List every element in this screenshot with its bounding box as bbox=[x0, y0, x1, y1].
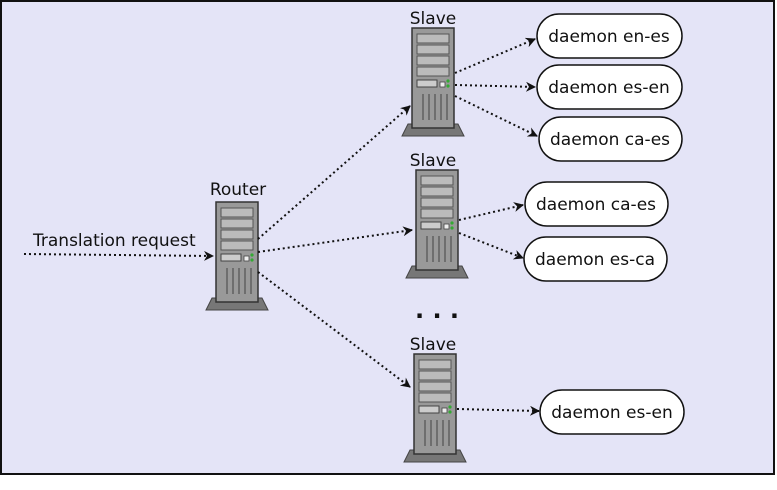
slave-label-1: Slave bbox=[410, 9, 456, 29]
router-server bbox=[205, 201, 269, 311]
slave-label-2: Slave bbox=[410, 151, 456, 171]
daemon-node: daemon es-en bbox=[536, 64, 683, 110]
daemon-label: daemon ca-es bbox=[550, 130, 670, 150]
daemon-label: daemon en-es bbox=[548, 27, 670, 47]
daemon-label: daemon ca-es bbox=[536, 195, 656, 215]
edge-request-to-router bbox=[23, 250, 214, 261]
daemon-node: daemon ca-es bbox=[538, 116, 683, 162]
slave-server-1 bbox=[401, 27, 465, 137]
input-label: Translation request bbox=[32, 231, 196, 251]
router-label: Router bbox=[210, 180, 266, 200]
daemon-node: daemon es-ca bbox=[523, 236, 668, 282]
daemon-node: daemon en-es bbox=[536, 13, 683, 59]
edge-slave2-daemon-2 bbox=[458, 232, 524, 260]
edge-slave3-daemon-1 bbox=[456, 405, 540, 416]
edge-router-to-slave-3 bbox=[257, 271, 411, 388]
daemon-label: daemon es-ca bbox=[535, 250, 655, 270]
edge-slave1-daemon-2 bbox=[454, 81, 536, 92]
edge-slave2-daemon-1 bbox=[458, 202, 524, 221]
edge-router-to-slave-1 bbox=[257, 105, 411, 240]
slave-label-3: Slave bbox=[410, 335, 456, 355]
edge-slave1-daemon-3 bbox=[454, 95, 538, 137]
daemon-label: daemon es-en bbox=[548, 78, 670, 98]
daemon-node: daemon es-en bbox=[539, 389, 685, 435]
daemon-node: daemon ca-es bbox=[524, 181, 669, 227]
slave-server-3 bbox=[403, 353, 467, 463]
daemon-label: daemon es-en bbox=[551, 403, 673, 423]
more-slaves-ellipsis: . . . bbox=[415, 296, 459, 324]
slave-server-2 bbox=[405, 169, 469, 279]
edge-router-to-slave-2 bbox=[257, 226, 413, 253]
